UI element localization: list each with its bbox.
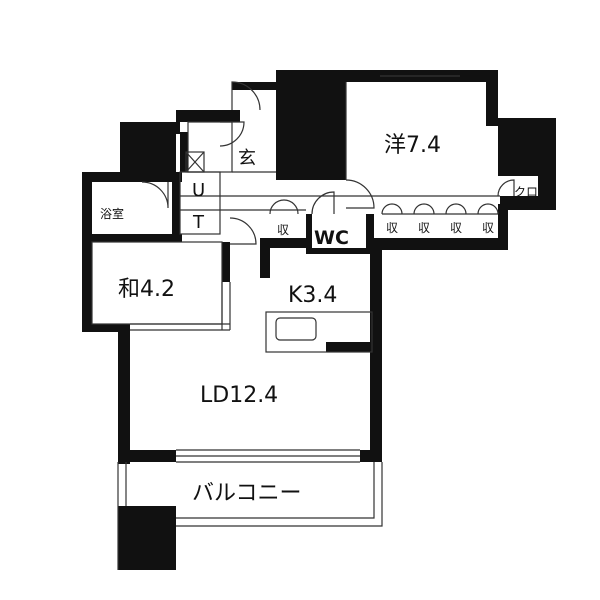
- room-label-living-dining: LD12.4: [200, 383, 278, 408]
- storage-label-4: 収: [482, 221, 494, 235]
- storage-label-1: 収: [386, 221, 398, 235]
- room-label-entrance: 玄: [238, 148, 256, 169]
- room-label-utility-t: T: [192, 212, 205, 233]
- room-label-japanese: 和4.2: [118, 277, 175, 302]
- room-label-balcony: バルコニー: [192, 481, 302, 506]
- storage-label-corridor: 収: [277, 223, 289, 237]
- storage-label-2: 収: [418, 221, 430, 235]
- room-label-kitchen: K3.4: [288, 283, 337, 308]
- room-label-western: 洋7.4: [384, 133, 441, 158]
- storage-label-3: 収: [450, 221, 462, 235]
- room-label-utility-u: U: [192, 180, 205, 201]
- room-label-wc: WC: [314, 227, 349, 249]
- thin-lines: [91, 75, 500, 570]
- closet-label: クロ: [514, 185, 538, 199]
- room-label-bath: 浴室: [100, 206, 124, 221]
- door-swings: [141, 81, 515, 245]
- structural-walls: [82, 70, 556, 570]
